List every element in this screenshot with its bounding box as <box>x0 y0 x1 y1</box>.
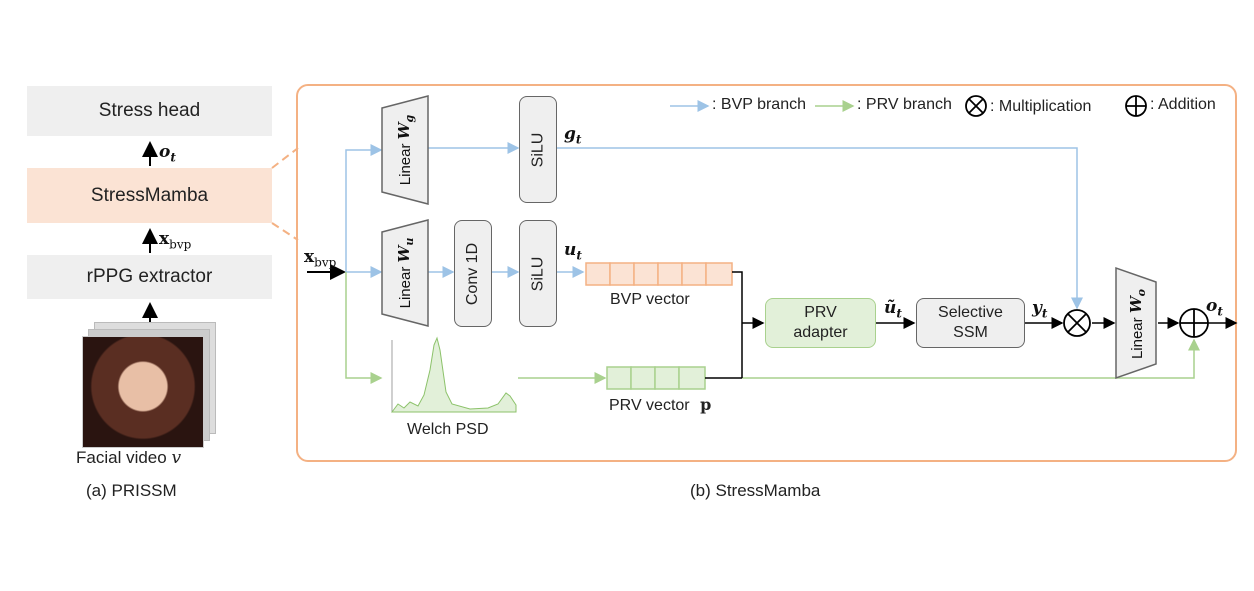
linear-o-shape <box>1115 266 1157 380</box>
panel-a-caption: (a) PRISSM <box>86 481 177 500</box>
legend-bvp: : BVP branch <box>712 96 806 113</box>
prv-adapter-label: PRV adapter <box>793 304 848 341</box>
add-node <box>1179 308 1209 338</box>
prv-vector-label: PRV vector p <box>609 395 712 414</box>
stress-head-box: Stress head <box>27 86 272 136</box>
legend-add-icon <box>1125 95 1147 117</box>
input-x-bvp-label: xbvp <box>304 247 337 270</box>
y-t-label: yt <box>1032 298 1048 321</box>
bvp-vector-cells <box>585 262 733 286</box>
conv-1d-label: Conv 1D <box>464 242 481 305</box>
linear-u-label: Linear Wu <box>394 237 416 309</box>
silu-bottom-box: SiLU <box>519 220 557 327</box>
facial-video-label: Facial video v <box>76 448 182 468</box>
linear-o-label: Linear Wo <box>1126 288 1148 360</box>
legend-multiply: : Multiplication <box>990 98 1092 115</box>
legend-multiply-icon <box>965 95 987 117</box>
welch-psd-plot <box>391 336 517 413</box>
silu-bottom-label: SiLU <box>529 256 546 291</box>
selective-ssm-label: Selective SSM <box>938 304 1003 341</box>
o-t-output-label: ot <box>1206 296 1223 319</box>
welch-psd-label: Welch PSD <box>407 421 489 438</box>
stressmamba-label: StressMamba <box>90 184 209 206</box>
u-tilde-label: ũt <box>884 298 902 321</box>
silu-top-label: SiLU <box>529 132 546 167</box>
rppg-extractor-label: rPPG extractor <box>86 266 213 287</box>
u-t-label: ut <box>564 240 582 263</box>
multiply-node <box>1063 309 1091 337</box>
stressmamba-box: StressMamba <box>27 168 272 223</box>
legend-prv: : PRV branch <box>857 96 952 113</box>
linear-g-label: Linear Wg <box>394 114 416 186</box>
silu-top-box: SiLU <box>519 96 557 203</box>
panel-a-o-t-label: ot <box>159 142 176 165</box>
p-label: p <box>700 395 712 414</box>
legend-add: : Addition <box>1150 96 1216 113</box>
bvp-vector-label: BVP vector <box>610 291 690 308</box>
stress-head-label: Stress head <box>98 100 201 121</box>
prv-adapter-box: PRV adapter <box>765 298 876 348</box>
g-t-label: gt <box>564 124 582 147</box>
conv-1d-box: Conv 1D <box>454 220 492 327</box>
selective-ssm-box: Selective SSM <box>916 298 1025 348</box>
linear-u-shape <box>381 219 429 327</box>
panel-b-caption: (b) StressMamba <box>690 481 821 500</box>
panel-a-x-bvp-label: xbvp <box>159 229 192 252</box>
linear-g-shape <box>381 95 429 205</box>
stressmamba-panel <box>296 84 1237 462</box>
rppg-extractor-box: rPPG extractor <box>27 255 272 299</box>
prv-vector-cells <box>606 366 706 390</box>
facial-video-thumbnail <box>82 336 204 448</box>
